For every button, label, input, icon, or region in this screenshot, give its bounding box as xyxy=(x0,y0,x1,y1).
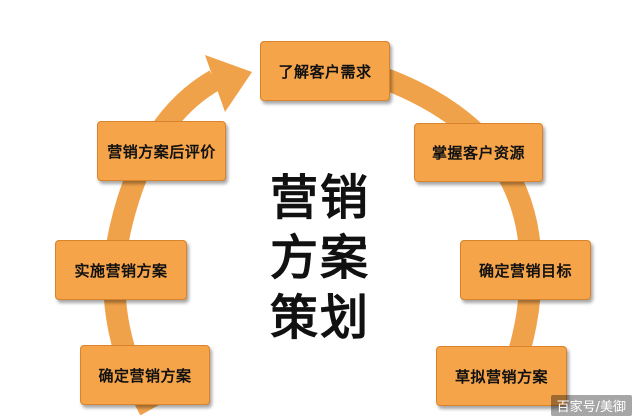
step-set-marketing-goals: 确定营销目标 xyxy=(460,240,591,300)
step-post-evaluation: 营销方案后评价 xyxy=(97,121,226,181)
center-title: 营销 方案 策划 xyxy=(260,168,380,348)
step-draft-marketing-plan: 草拟营销方案 xyxy=(436,346,567,406)
center-title-line: 营销 xyxy=(269,170,370,226)
step-implement-marketing-plan: 实施营销方案 xyxy=(55,240,187,300)
step-master-customer-resources: 掌握客户资源 xyxy=(414,123,543,182)
step-confirm-marketing-plan: 确定营销方案 xyxy=(80,345,210,405)
step-understand-customer-needs: 了解客户需求 xyxy=(260,41,390,101)
center-title-line: 策划 xyxy=(269,290,370,346)
cycle-arrow-head xyxy=(205,55,252,112)
watermark: 百家号/美御 xyxy=(550,395,632,416)
center-title-line: 方案 xyxy=(269,230,370,286)
